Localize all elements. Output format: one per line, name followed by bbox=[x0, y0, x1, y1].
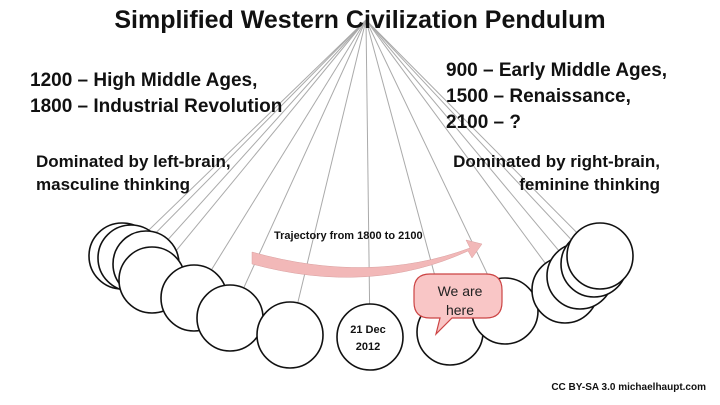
pendulum-string bbox=[365, 19, 506, 312]
pendulum-bobs bbox=[88, 222, 634, 371]
right-eras: 900 – Early Middle Ages, 1500 – Renaissa… bbox=[446, 58, 667, 136]
pendulum-bob bbox=[566, 222, 634, 290]
pendulum-bob bbox=[256, 301, 324, 369]
pendulum-string bbox=[289, 19, 367, 336]
left-eras: 1200 – High Middle Ages, 1800 – Industri… bbox=[30, 68, 282, 120]
pendulum-string bbox=[121, 19, 367, 257]
left-era-line: 1200 – High Middle Ages, bbox=[30, 70, 258, 91]
left-dominance: Dominated by left-brain, masculine think… bbox=[36, 150, 231, 196]
right-dominance-line: Dominated by right-brain, bbox=[453, 152, 660, 171]
pendulum-string bbox=[151, 19, 367, 281]
center-date: 21 Dec 2012 bbox=[338, 322, 398, 356]
pendulum-string bbox=[229, 19, 367, 319]
pendulum-string bbox=[365, 19, 595, 265]
right-era-line: 1500 – Renaissance, bbox=[446, 86, 631, 107]
trajectory-arrow bbox=[251, 239, 483, 278]
pendulum-string bbox=[365, 19, 581, 277]
callout-line: We are bbox=[437, 283, 483, 299]
pendulum-string bbox=[193, 19, 367, 299]
pendulum-string bbox=[130, 19, 367, 259]
page-title: Simplified Western Civilization Pendulum bbox=[114, 6, 606, 34]
right-era-line: 2100 – ? bbox=[446, 112, 521, 133]
credit-text: CC BY-SA 3.0 michaelhaupt.com bbox=[551, 382, 706, 393]
pendulum-strings bbox=[121, 19, 601, 338]
center-date-line: 2012 bbox=[355, 341, 381, 353]
left-era-line: 1800 – Industrial Revolution bbox=[30, 96, 283, 117]
callout-line: here bbox=[445, 302, 475, 318]
center-date-line: 21 Dec bbox=[350, 324, 386, 336]
left-dominance-line: masculine thinking bbox=[36, 175, 190, 194]
trajectory-label: Trajectory from 1800 to 2100 bbox=[274, 230, 423, 242]
left-dominance-line: Dominated by left-brain, bbox=[36, 152, 231, 171]
pendulum-string bbox=[365, 19, 371, 338]
callout-text: We are here bbox=[420, 282, 500, 320]
pendulum-string bbox=[145, 19, 367, 265]
pendulum-bob bbox=[336, 303, 404, 371]
pendulum-string bbox=[365, 19, 566, 291]
right-dominance-line: feminine thinking bbox=[519, 175, 660, 194]
right-dominance: Dominated by right-brain, feminine think… bbox=[444, 150, 660, 196]
pendulum-string bbox=[365, 19, 601, 257]
pendulum-bob bbox=[196, 284, 264, 352]
callout-bubble bbox=[413, 273, 503, 336]
right-era-line: 900 – Early Middle Ages, bbox=[446, 60, 668, 81]
